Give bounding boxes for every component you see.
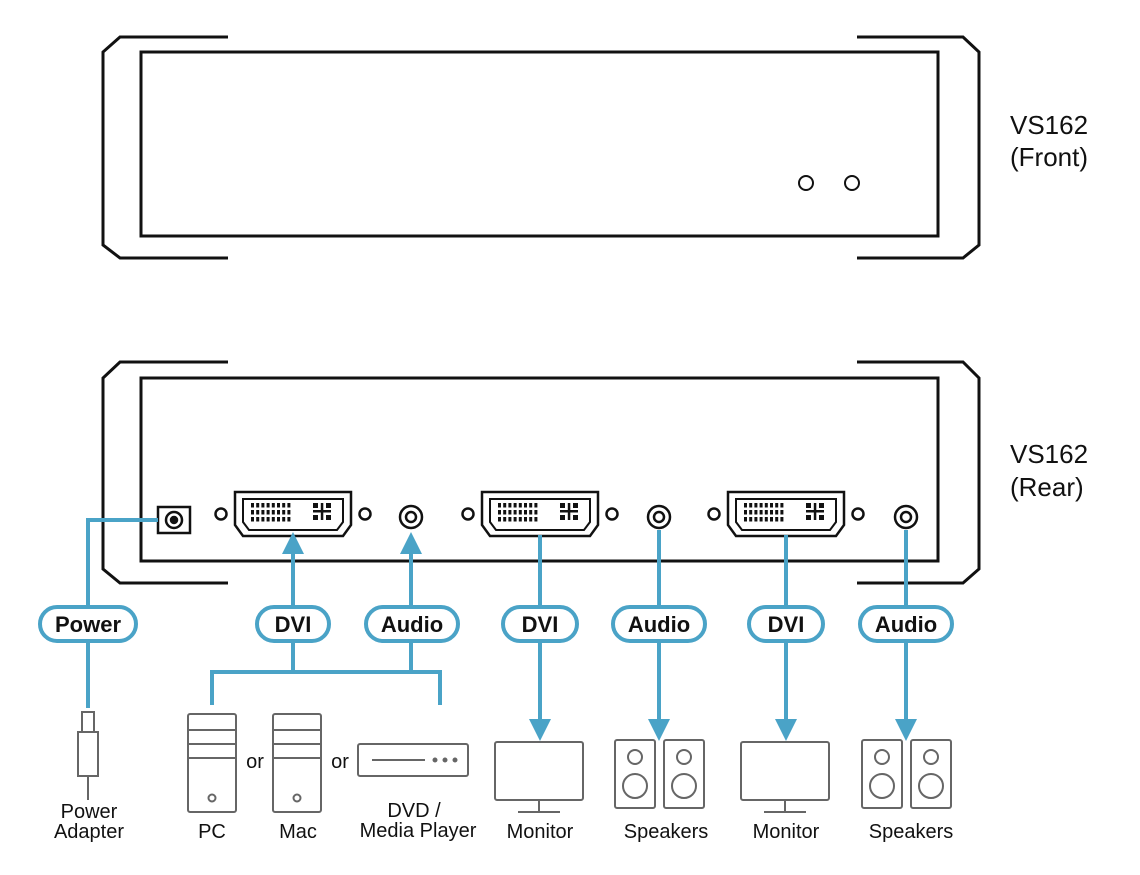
label-power-adapter-1: Power <box>61 801 118 823</box>
monitor-1-icon <box>494 741 584 813</box>
pill-dvi-output-2-label: DVI <box>768 612 805 637</box>
audio-jack-output-2 <box>893 504 919 530</box>
rear-panel <box>139 376 940 563</box>
pill-audio-output-2: Audio <box>858 605 954 643</box>
pill-dvi-output-1-label: DVI <box>522 612 559 637</box>
rear-left-bracket <box>101 360 228 585</box>
pill-audio-output-1-label: Audio <box>628 612 690 637</box>
label-pc: PC <box>198 821 226 843</box>
audio-jack-output-1 <box>646 504 672 530</box>
speakers-1-icon <box>614 739 705 809</box>
pill-dvi-output-1: DVI <box>501 605 579 643</box>
pill-dvi-input: DVI <box>255 605 331 643</box>
pill-audio-input: Audio <box>364 605 460 643</box>
pill-labels: Power DVI Audio DVI Audio DVI Audio <box>38 605 954 643</box>
speakers-2-icon <box>861 739 952 809</box>
front-right-bracket <box>857 35 981 260</box>
front-led-1 <box>798 175 814 191</box>
label-dvd-2: Media Player <box>360 820 477 842</box>
label-speakers-2: Speakers <box>869 821 954 843</box>
dvi-port-input <box>214 490 372 538</box>
pill-audio-input-label: Audio <box>381 612 443 637</box>
dvi-ports <box>214 490 865 538</box>
pill-power-label: Power <box>55 612 121 637</box>
label-dvd-1: DVD / <box>387 800 441 822</box>
power-jack <box>156 505 192 535</box>
front-left-bracket <box>101 35 228 260</box>
front-label-side: (Front) <box>1010 142 1088 172</box>
front-led-2 <box>844 175 860 191</box>
label-or-1: or <box>246 751 264 773</box>
front-label-model: VS162 <box>1010 110 1088 140</box>
dvd-player-icon <box>357 743 469 777</box>
front-panel <box>139 50 940 238</box>
power-adapter-icon <box>77 711 99 800</box>
front-unit <box>101 35 981 260</box>
label-monitor-2: Monitor <box>753 821 820 843</box>
rear-right-bracket <box>857 360 981 585</box>
source-bracket-line <box>210 670 442 705</box>
pill-audio-output-2-label: Audio <box>875 612 937 637</box>
label-power-adapter-2: Adapter <box>54 821 124 843</box>
audio-jacks <box>398 504 919 530</box>
pill-audio-output-1: Audio <box>611 605 707 643</box>
label-monitor-1: Monitor <box>507 821 574 843</box>
pill-dvi-input-label: DVI <box>275 612 312 637</box>
label-speakers-1: Speakers <box>624 821 709 843</box>
monitor-2-icon <box>740 741 830 813</box>
rear-label-model: VS162 <box>1010 439 1088 469</box>
dvi-port-output-1 <box>461 490 619 538</box>
pc-tower-icon <box>187 713 237 813</box>
dvi-port-output-2 <box>707 490 865 538</box>
rear-label-side: (Rear) <box>1010 472 1084 502</box>
audio-jack-input <box>398 504 424 530</box>
power-line <box>86 518 158 708</box>
device-labels: Power Adapter PC or Mac or DVD / Media P… <box>54 751 953 843</box>
pill-dvi-output-2: DVI <box>747 605 825 643</box>
label-mac: Mac <box>279 821 317 843</box>
pill-power: Power <box>38 605 138 643</box>
label-or-2: or <box>331 751 349 773</box>
mac-tower-icon <box>272 713 322 813</box>
